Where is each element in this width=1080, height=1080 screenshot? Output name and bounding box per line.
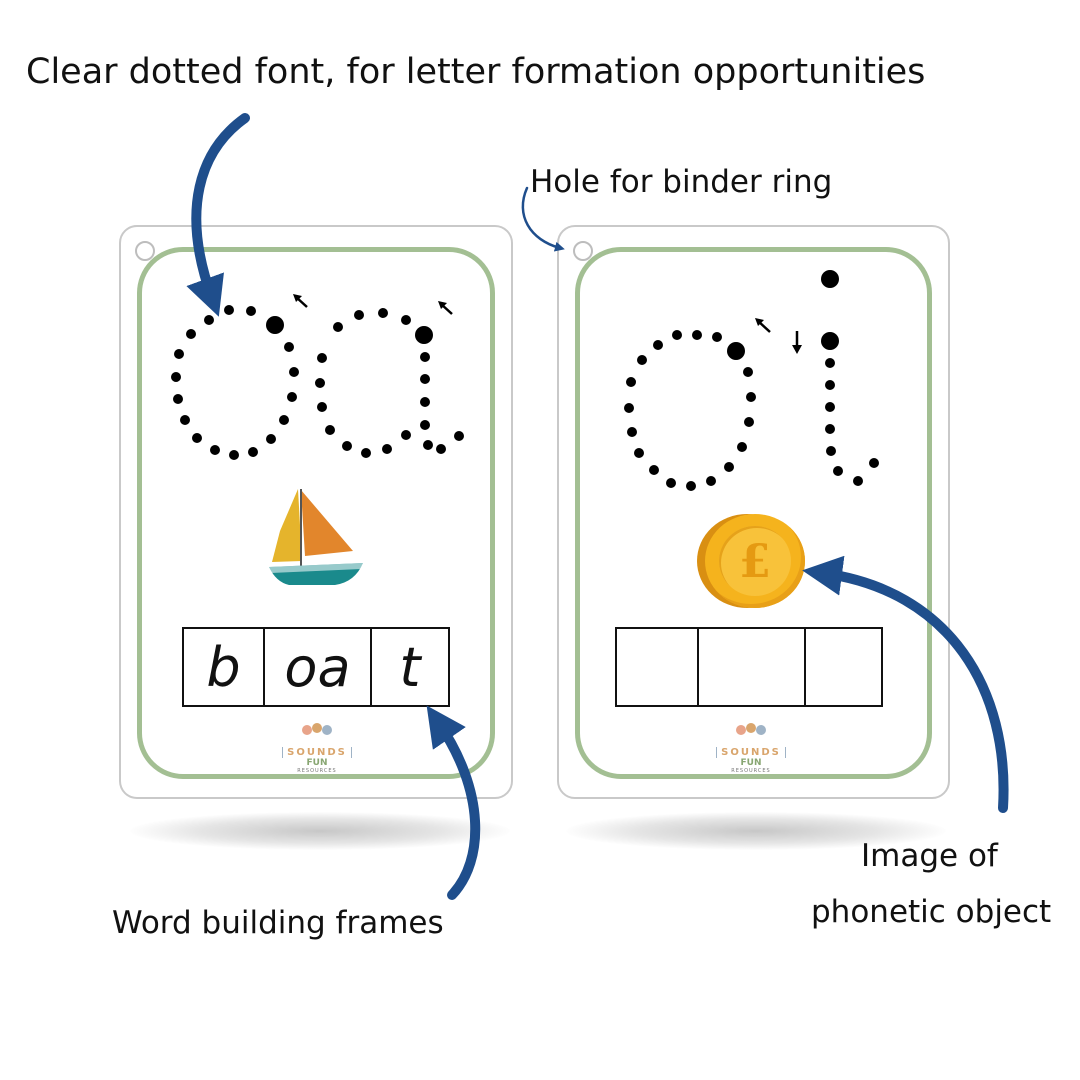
card-inner-border (137, 247, 495, 779)
flashcard-oa: b oa t SOUNDS FUN RESOURCES (119, 225, 513, 799)
frame-box (617, 629, 699, 705)
frame-box: oa (265, 629, 372, 705)
flashcard-oi: £ SOUNDS FUN RESOURCES (557, 225, 950, 799)
logo-resources: RESOURCES (731, 768, 771, 774)
annotation-dotted-font: Clear dotted font, for letter formation … (26, 52, 926, 92)
dotted-oi-letters (624, 270, 879, 491)
binder-hole (135, 241, 155, 261)
frame-box: t (399, 635, 421, 699)
word-building-frames: b oa t (182, 627, 450, 707)
logo-fun: FUN (306, 758, 328, 768)
frame-box (806, 629, 881, 705)
dotted-oa-letters (171, 294, 464, 460)
pound-coin-icon: £ (697, 514, 805, 608)
annotation-image-line2: phonetic object (811, 894, 1052, 930)
card-shadow-left (130, 812, 510, 850)
hands-icon (736, 723, 766, 735)
sailboat-icon (269, 489, 363, 585)
logo-resources: RESOURCES (297, 768, 337, 774)
coin-symbol: £ (738, 534, 771, 588)
annotation-word-frames: Word building frames (112, 905, 444, 941)
frame-box (699, 629, 806, 705)
card-shadow-right (566, 812, 946, 850)
frame-box: b (184, 629, 265, 705)
logo-word: SOUNDS (282, 747, 352, 758)
annotation-binder-hole: Hole for binder ring (530, 164, 833, 200)
logo-fun: FUN (740, 758, 762, 768)
logo-word: SOUNDS (716, 747, 786, 758)
sounds-fun-logo: SOUNDS FUN RESOURCES (271, 721, 363, 774)
annotation-image-line1: Image of (861, 838, 998, 874)
word-building-frames (615, 627, 883, 707)
card-inner-border (575, 247, 932, 779)
binder-hole (573, 241, 593, 261)
sounds-fun-logo: SOUNDS FUN RESOURCES (705, 721, 797, 774)
hands-icon (302, 723, 332, 735)
